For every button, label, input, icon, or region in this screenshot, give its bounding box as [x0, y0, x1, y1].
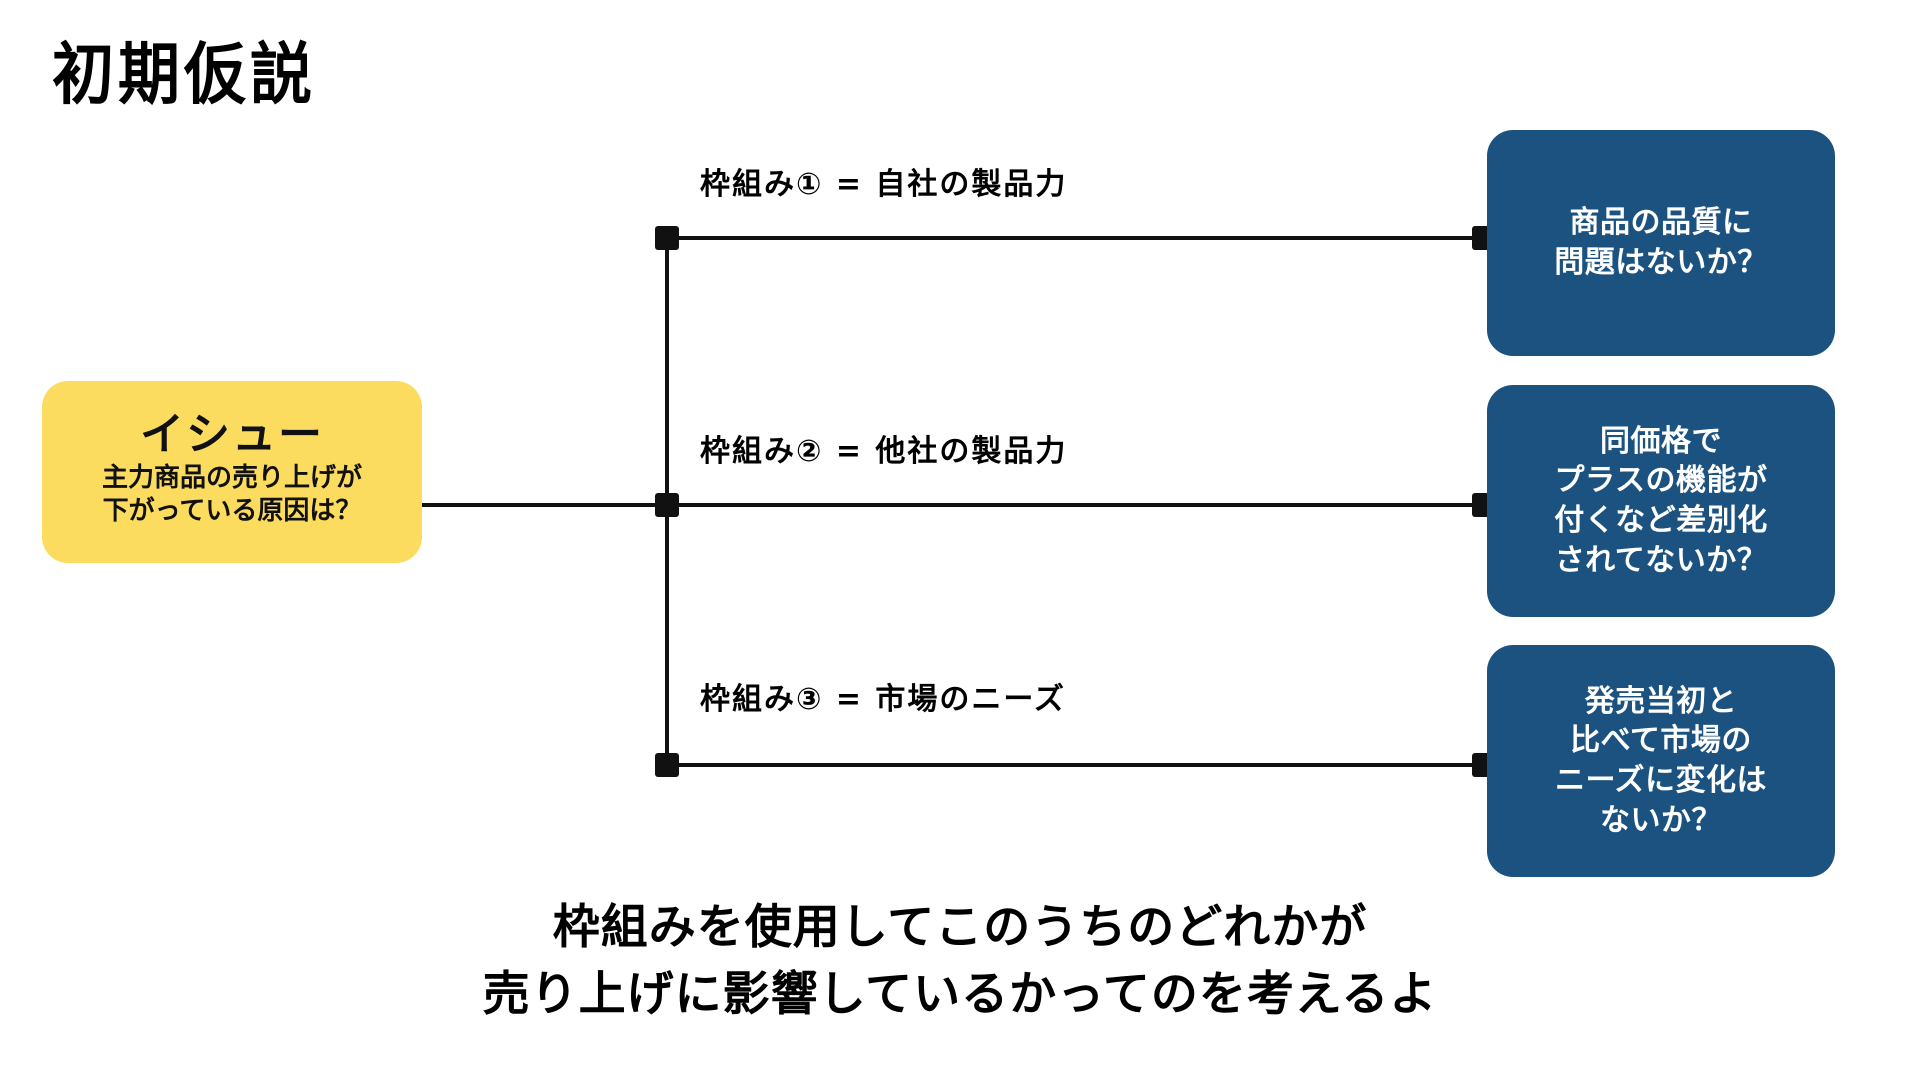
hypothesis-text-3: 発売当初と 比べて市場の ニーズに変化は ないか？: [1555, 683, 1767, 838]
footer-caption: 枠組みを使用してこのうちのどれかが 売り上げに影響しているかってのを考えるよ: [482, 900, 1438, 1022]
junction-square-left-2: [655, 493, 679, 517]
junction-square-left-3: [655, 753, 679, 777]
hypothesis-node-3: 発売当初と 比べて市場の ニーズに変化は ないか？: [1487, 645, 1835, 877]
page-title: 初期仮説: [52, 34, 317, 114]
hypothesis-node-1: 商品の品質に 問題はないか？: [1487, 130, 1835, 356]
framework-label-2: 枠組み② = 他社の製品力: [700, 434, 1068, 469]
hypothesis-text-2: 同価格で プラスの機能が 付くなど差別化 されてないか？: [1554, 423, 1768, 578]
framework-label-3: 枠組み③ = 市場のニーズ: [700, 682, 1066, 717]
issue-node: イシュー 主力商品の売り上げが 下がっている原因は？: [42, 381, 422, 563]
framework-label-1: 枠組み① = 自社の製品力: [700, 167, 1068, 202]
issue-heading: イシュー: [140, 408, 324, 460]
hypothesis-node-2: 同価格で プラスの機能が 付くなど差別化 されてないか？: [1487, 385, 1835, 617]
issue-detail-line-2: 下がっている原因は？: [102, 496, 362, 527]
issue-detail-line-1: 主力商品の売り上げが: [101, 462, 362, 493]
junction-square-left-1: [655, 226, 679, 250]
hypothesis-text-1: 商品の品質に 問題はないか？: [1554, 205, 1768, 280]
